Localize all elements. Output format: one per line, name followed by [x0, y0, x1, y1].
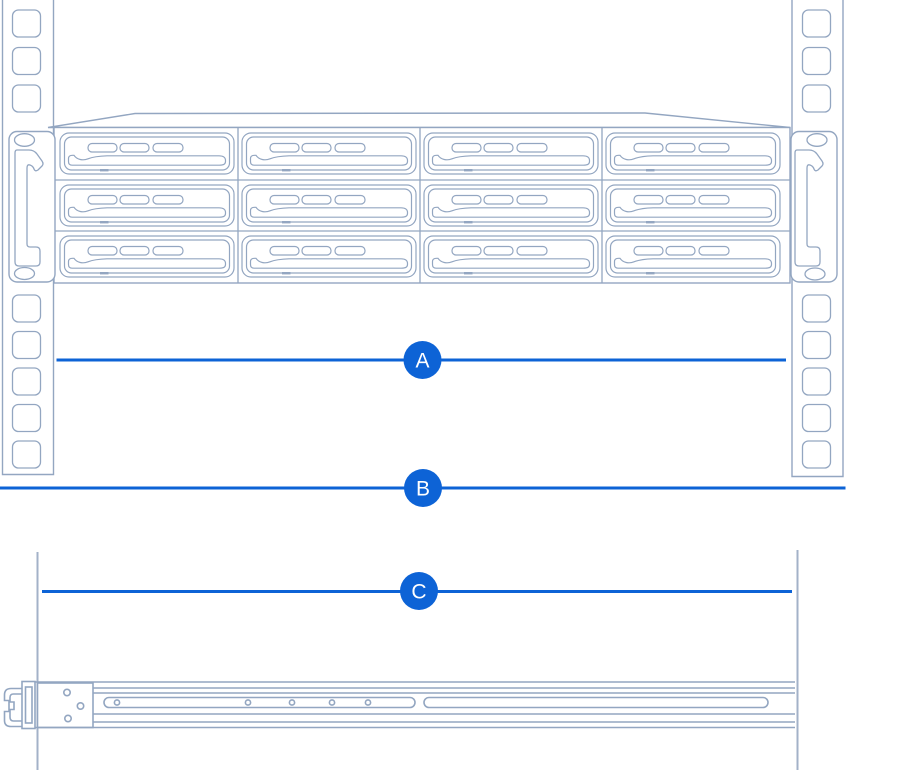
rail-front-bracket — [21, 680, 36, 730]
rail-assembly — [3, 680, 795, 730]
rail-front-hook — [3, 687, 22, 728]
plate-screw-hole — [64, 714, 73, 723]
rack-hole — [11, 294, 42, 323]
rack-hole — [11, 403, 42, 433]
rack-hole — [11, 46, 42, 76]
rack-hole — [11, 367, 42, 396]
rack-hole — [801, 84, 832, 113]
rail-slot — [423, 696, 769, 709]
ear-screw-hole — [804, 267, 826, 281]
rail-front-bracket-inner — [24, 686, 33, 724]
plate-screw-hole — [62, 688, 71, 697]
label-a-badge — [403, 341, 442, 379]
nas-chassis-frame — [53, 126, 791, 284]
nas-ear-right — [790, 130, 838, 283]
label-c-text: C — [411, 581, 426, 604]
rack-hole — [11, 440, 42, 469]
ear-screw-hole — [13, 133, 36, 147]
rack-hole — [801, 330, 832, 360]
slot-hole — [288, 699, 296, 706]
slot-hole — [113, 699, 121, 706]
measurement-b: B — [0, 469, 846, 507]
rail-slot — [103, 696, 416, 709]
measurement-c: C — [42, 572, 792, 610]
rack-hole — [801, 294, 832, 323]
ear-screw-hole — [13, 266, 36, 281]
rail-front-hook-inner — [9, 693, 22, 722]
rack-hole — [11, 330, 42, 360]
rail-section — [3, 550, 799, 770]
slot-hole — [328, 699, 336, 706]
measurement-a: A — [56, 341, 786, 379]
rack-hole — [801, 367, 832, 396]
label-c-badge — [400, 572, 438, 610]
nas-chassis — [53, 126, 791, 284]
label-b-text: B — [416, 478, 430, 501]
plate-screw-hole — [76, 701, 85, 710]
slot-hole — [364, 699, 372, 706]
rack-hole — [801, 440, 832, 469]
rack-hole — [801, 9, 832, 38]
label-a-text: A — [415, 350, 429, 373]
rack-hole — [801, 46, 832, 76]
label-b-badge — [404, 469, 442, 507]
rack-hole — [11, 84, 42, 113]
nas-ear-left-body — [8, 130, 56, 283]
ear-screw-hole — [806, 133, 828, 147]
rack-hole — [801, 403, 832, 433]
nas-top-panel — [47, 112, 791, 129]
rack-hole — [11, 9, 42, 38]
nas-ear-left — [8, 130, 56, 283]
nas-ear-right-body — [790, 130, 838, 283]
slot-hole — [244, 699, 252, 706]
